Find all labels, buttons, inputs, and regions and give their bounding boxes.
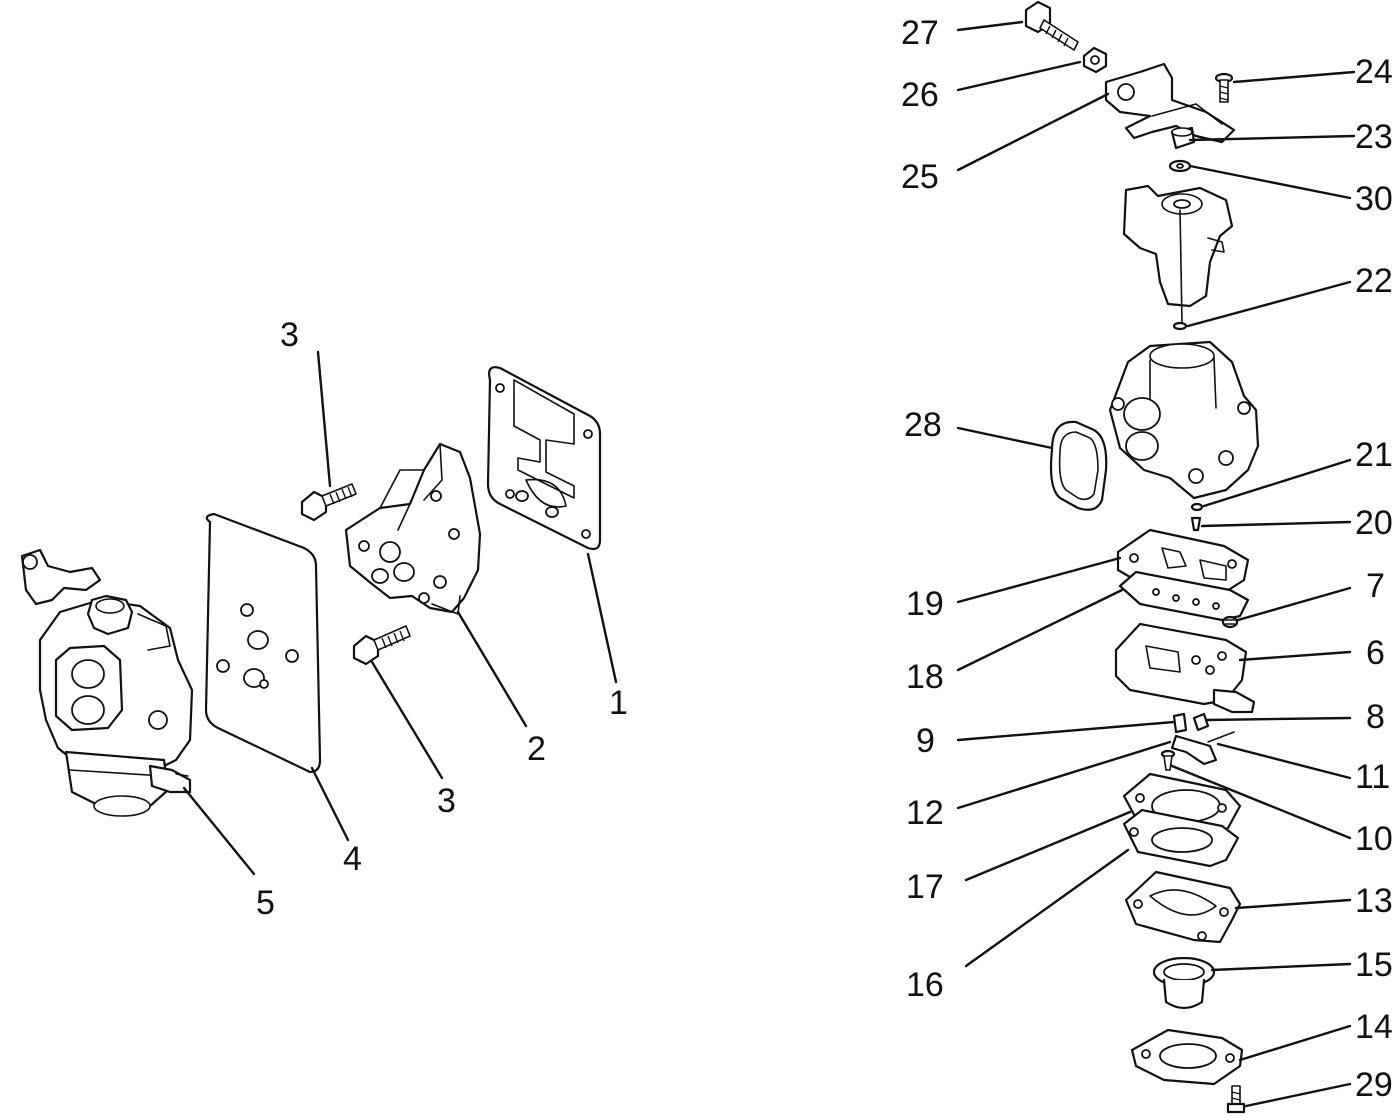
callout-1: 1 (609, 684, 628, 722)
screw-top (300, 483, 357, 522)
part-28-o-ring (1049, 420, 1108, 511)
part-21-washer (1190, 502, 1204, 512)
callout-7: 7 (1366, 567, 1385, 605)
part-22-throttle-housing (1122, 184, 1234, 331)
carburetor-assembly (20, 548, 194, 817)
callout-3-top: 3 (280, 316, 299, 354)
callout-29: 29 (1355, 1066, 1393, 1104)
part-20-pin (1190, 516, 1202, 532)
callout-27: 27 (901, 14, 939, 52)
left-leader-lines (182, 350, 618, 876)
part-9-needle (1172, 712, 1188, 734)
part-6-pump-body (1114, 622, 1256, 714)
callout-24: 24 (1355, 53, 1393, 91)
callout-5: 5 (256, 884, 275, 922)
callout-9: 9 (916, 722, 935, 760)
part-16-gasket (1122, 808, 1240, 868)
part-26-nut (1082, 46, 1108, 74)
callout-8: 8 (1366, 698, 1385, 736)
gasket-plate (486, 366, 602, 551)
callout-21: 21 (1355, 436, 1393, 474)
part-18-gasket (1118, 570, 1250, 622)
part-30-washer (1168, 159, 1192, 173)
callout-26: 26 (901, 76, 939, 114)
callout-11: 11 (1355, 758, 1390, 796)
part-11-pin (1207, 731, 1235, 743)
part-25-bracket (1104, 62, 1236, 144)
callout-15: 15 (1355, 946, 1393, 984)
part-29-bolt (1226, 1085, 1246, 1114)
callout-30: 30 (1355, 180, 1393, 218)
gasket-panel (204, 512, 322, 774)
callout-22: 22 (1355, 262, 1393, 300)
callout-6: 6 (1366, 634, 1385, 672)
carburetor-main-body (1108, 340, 1260, 500)
callout-2: 2 (527, 730, 546, 768)
callout-12: 12 (906, 794, 944, 832)
right-leader-lines (956, 20, 1356, 1108)
callout-19: 19 (906, 585, 944, 623)
callout-10: 10 (1355, 820, 1393, 858)
part-23-knob (1170, 126, 1196, 150)
part-8-valve (1192, 712, 1210, 732)
part-24-screw (1214, 72, 1234, 103)
callout-4: 4 (343, 840, 362, 878)
callout-3-bottom: 3 (437, 782, 456, 820)
part-27-screw (1024, 0, 1079, 51)
callout-14: 14 (1355, 1008, 1393, 1046)
part-10-screw (1160, 749, 1176, 771)
part-14-bottom-cover (1130, 1028, 1244, 1086)
part-12-lever (1170, 734, 1218, 766)
insulator-block (344, 442, 482, 615)
callout-28: 28 (904, 406, 942, 444)
part-7-spring (1221, 615, 1239, 629)
callout-25: 25 (901, 158, 939, 196)
callout-17: 17 (906, 868, 944, 906)
callout-20: 20 (1355, 504, 1393, 542)
part-13-cover (1124, 870, 1242, 944)
callout-18: 18 (906, 658, 944, 696)
callout-23: 23 (1355, 118, 1393, 156)
callout-13: 13 (1355, 882, 1393, 920)
part-15-primer-bulb (1152, 956, 1216, 1010)
callout-16: 16 (906, 966, 944, 1004)
screw-bottom (352, 625, 411, 666)
